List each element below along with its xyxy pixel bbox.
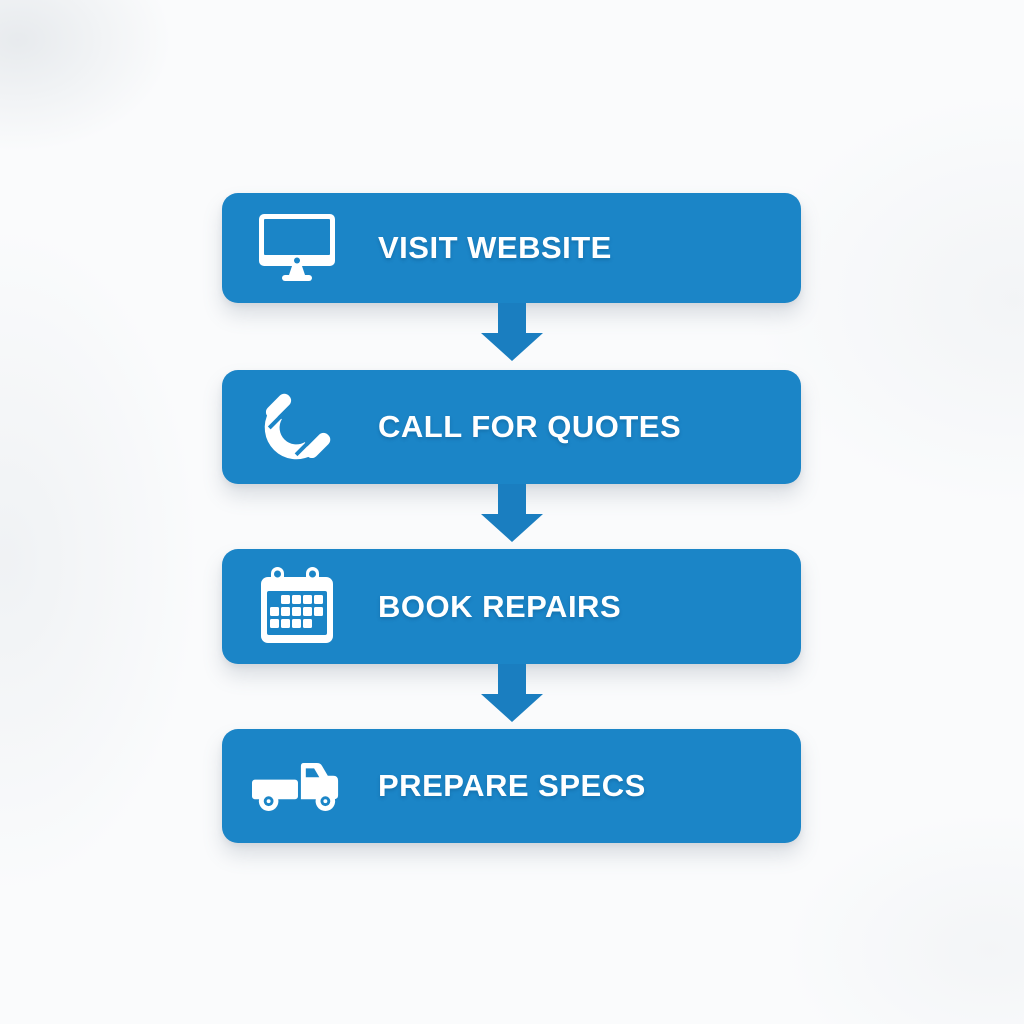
step-icon-box xyxy=(222,214,372,282)
step-icon-box xyxy=(222,566,372,647)
arrow-down-icon xyxy=(481,484,543,542)
step-label: PREPARE SPECS xyxy=(378,768,646,803)
step-icon-box xyxy=(222,388,372,466)
step-label: CALL FOR QUOTES xyxy=(378,409,682,444)
desktop-monitor-icon xyxy=(259,214,335,281)
pickup-truck-icon xyxy=(252,762,339,811)
flow-step-call-for-quotes: CALL FOR QUOTES xyxy=(222,370,801,484)
phone-handset-icon xyxy=(264,393,331,460)
arrow-down-icon xyxy=(481,664,543,722)
calendar-icon xyxy=(261,566,333,643)
step-icon-box xyxy=(222,756,372,817)
flow-step-prepare-specs: PREPARE SPECS xyxy=(222,729,801,843)
flow-step-book-repairs: BOOK REPAIRS xyxy=(222,549,801,664)
step-label: VISIT WEBSITE xyxy=(378,230,612,265)
arrow-down-icon xyxy=(481,303,543,361)
step-label: BOOK REPAIRS xyxy=(378,588,622,624)
flow-step-visit-website: VISIT WEBSITE xyxy=(222,193,801,303)
